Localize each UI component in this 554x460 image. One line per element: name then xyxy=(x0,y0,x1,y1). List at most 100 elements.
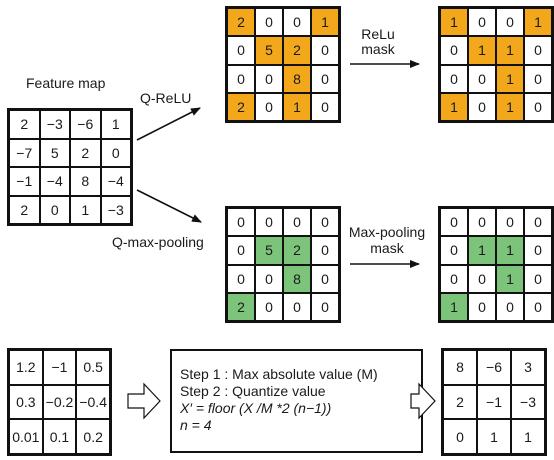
grid-cell: 2 xyxy=(227,92,255,121)
grid-cell: 0 xyxy=(255,264,283,293)
q-max-pooling-label: Q-max-pooling xyxy=(112,234,204,250)
feature-map-label: Feature map xyxy=(26,75,106,91)
grid-cell: 2 xyxy=(283,236,311,265)
grid-cell: 0 xyxy=(524,36,552,65)
grid-cell: 2 xyxy=(443,384,477,420)
grid-cell: 1 xyxy=(100,110,131,139)
grid-cell: 1 xyxy=(511,419,545,454)
grid-cell: −7 xyxy=(9,138,40,167)
grid-cell: −0.2 xyxy=(42,384,77,420)
grid-cell: 8 xyxy=(70,167,101,196)
grid-cell: 8 xyxy=(443,350,477,385)
grid-cell: 0.5 xyxy=(76,350,110,385)
grid-cell: 1 xyxy=(496,36,524,65)
grid-cell: 2 xyxy=(70,138,101,167)
q-relu-label: Q-ReLU xyxy=(140,90,192,106)
grid-cell: 0 xyxy=(255,292,283,321)
grid-cell: 1 xyxy=(468,36,496,65)
grid-cell: 0 xyxy=(311,36,339,65)
grid-cell: −3 xyxy=(39,110,70,139)
grid-cell: 0 xyxy=(443,419,477,454)
grid-cell: 1 xyxy=(440,92,468,121)
grid-cell: 0 xyxy=(440,236,468,265)
grid-cell: 0 xyxy=(283,208,311,237)
grid-cell: −4 xyxy=(100,167,131,196)
grid-cell: 0 xyxy=(283,292,311,321)
grid-cell: 0 xyxy=(311,264,339,293)
grid-cell: 1 xyxy=(477,419,511,454)
grid-cell: 0 xyxy=(496,208,524,237)
steps-to-output-arrow xyxy=(410,382,436,420)
step-2-text: Step 2 : Quantize value xyxy=(180,383,326,399)
grid-cell: 1 xyxy=(524,8,552,37)
grid-cell: −3 xyxy=(100,195,131,224)
grid-cell: 2 xyxy=(9,110,40,139)
grid-cell: 0 xyxy=(468,64,496,93)
n-value-text: n = 4 xyxy=(180,417,212,433)
grid-cell: 0 xyxy=(311,292,339,321)
grid-cell: 0 xyxy=(524,208,552,237)
grid-cell: 0.3 xyxy=(9,384,43,420)
grid-cell: 3 xyxy=(511,350,545,385)
grid-cell: 0.1 xyxy=(42,419,77,454)
grid-cell: 0 xyxy=(227,36,255,65)
grid-cell: 0 xyxy=(227,236,255,265)
step-1-text: Step 1 : Max absolute value (M) xyxy=(180,366,378,382)
grid-cell: 0 xyxy=(524,64,552,93)
grid-cell: 0 xyxy=(227,208,255,237)
grid-cell: 0 xyxy=(227,64,255,93)
grid-cell: 0 xyxy=(468,292,496,321)
q-max-pooling-arrow xyxy=(136,189,202,223)
relu-mask-label: ReLu mask xyxy=(361,26,395,57)
grid-cell: 0 xyxy=(100,138,131,167)
grid-cell: 0 xyxy=(440,208,468,237)
grid-cell: 5 xyxy=(255,36,283,65)
grid-cell: 5 xyxy=(255,236,283,265)
grid-cell: 2 xyxy=(227,292,255,321)
grid-cell: −0.4 xyxy=(76,384,110,420)
grid-cell: 0 xyxy=(440,264,468,293)
grid-cell: 0 xyxy=(227,264,255,293)
grid-cell: 8 xyxy=(283,264,311,293)
grid-cell: 0 xyxy=(468,8,496,37)
grid-cell: 0 xyxy=(496,292,524,321)
grid-cell: 1 xyxy=(496,236,524,265)
grid-cell: 1 xyxy=(440,8,468,37)
input-to-steps-arrow xyxy=(127,382,161,420)
grid-cell: 0 xyxy=(468,208,496,237)
grid-cell: −4 xyxy=(39,167,70,196)
grid-cell: 5 xyxy=(39,138,70,167)
grid-cell: 0 xyxy=(311,64,339,93)
grid-cell: 0 xyxy=(311,236,339,265)
grid-cell: 0 xyxy=(283,8,311,37)
grid-cell: 0 xyxy=(255,64,283,93)
grid-cell: 0 xyxy=(255,92,283,121)
grid-cell: 0.2 xyxy=(76,419,110,454)
grid-cell: 0 xyxy=(524,264,552,293)
grid-cell: 0 xyxy=(311,208,339,237)
grid-cell: 1 xyxy=(496,92,524,121)
grid-cell: 0 xyxy=(440,64,468,93)
max-pooling-mask-label: Max-pooling mask xyxy=(348,224,426,256)
grid-cell: 2 xyxy=(9,195,40,224)
grid-cell: 1 xyxy=(70,195,101,224)
grid-cell: 1 xyxy=(496,64,524,93)
grid-cell: 8 xyxy=(283,64,311,93)
formula-text: X′ = floor (X /M *2 (n−1)) xyxy=(180,400,332,416)
grid-cell: −1 xyxy=(42,350,77,385)
grid-cell: 0 xyxy=(311,92,339,121)
quantization-steps-box: Step 1 : Max absolute value (M) Step 2 :… xyxy=(170,349,423,453)
grid-cell: 0 xyxy=(440,36,468,65)
grid-cell: 2 xyxy=(283,36,311,65)
grid-cell: 0 xyxy=(39,195,70,224)
grid-cell: 0 xyxy=(255,8,283,37)
grid-cell: −1 xyxy=(9,167,40,196)
grid-cell: 0 xyxy=(524,292,552,321)
